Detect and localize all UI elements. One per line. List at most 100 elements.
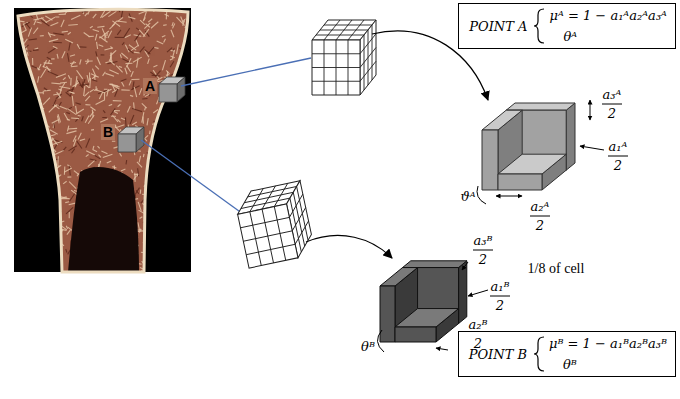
trabecula [52,188,54,193]
trabecula [177,223,179,228]
trabecula [33,49,39,51]
trabecula [45,261,49,268]
trabecula [16,102,20,104]
trabecula [46,207,53,208]
angle-symbol: θᴮ [549,357,667,372]
trabecula [29,39,37,40]
trabecula [31,195,32,198]
trabecula [181,106,185,109]
trabecula [155,187,161,188]
trabecula [117,30,121,35]
trabecula [138,222,140,230]
trabecula [121,169,126,171]
trabecula [36,197,38,201]
trabecula [188,232,189,239]
marrow-cavity [68,167,139,272]
trabecula [46,198,50,206]
grid-line [244,192,293,202]
trabecula [164,210,165,218]
trabecula [99,92,102,99]
trabecula [167,154,177,157]
trabecula [181,16,185,25]
trabecula [45,261,51,270]
trabecula [97,42,98,49]
trabecula [25,176,34,177]
trabecula [131,71,133,77]
trabecula [169,141,173,142]
trabecula [71,61,74,66]
trabecula [93,14,97,18]
grid-line [243,231,292,241]
trabecula [28,212,29,216]
trabecula [71,92,75,93]
trabecula [122,82,124,87]
trabecula [23,65,26,72]
trabecula [64,166,66,174]
grid-line [324,25,372,26]
trabecula [85,96,90,101]
trabecula [89,78,91,88]
point-box: POINT Bμᴮ = 1 − a₁ᴮa₂ᴮa₃ᴮθᴮ [458,331,676,377]
trabecula [164,39,166,43]
trabecula [57,92,61,98]
trabecula [179,219,185,227]
trabecula [99,45,104,47]
grid-line [297,186,308,240]
cube-face [136,127,144,152]
trabecula [55,150,64,154]
trabecula [53,249,56,255]
trabecula [38,147,47,150]
curved-arrow [306,235,392,258]
trabecula [135,198,138,200]
trabecula [69,42,71,51]
trabecula [23,24,26,31]
trabecula [23,186,26,192]
trabecula [53,122,55,128]
trabecula [31,131,32,136]
trabecula [27,211,28,217]
trabecula [68,24,77,26]
trabecula [189,45,190,49]
trabecula [153,65,157,67]
trabecula [136,39,139,46]
trabecula [184,243,189,246]
trabecula [30,146,32,150]
trabecula [180,69,186,75]
trabecula [87,75,89,82]
trabecula [164,102,166,112]
cortex [18,9,188,272]
trabecula [183,61,187,62]
grid-line [348,20,364,40]
trabecula [49,39,58,41]
formula: μᴮ = 1 − a₁ᴮa₂ᴮa₃ᴮ [549,336,667,351]
element-face [566,103,575,170]
trabecula [29,82,32,90]
trabecular-texture [8,0,199,279]
grid-line [348,40,349,95]
trabecula [16,145,26,146]
trabecula [69,212,70,218]
trabecula [46,257,48,267]
trabecula [145,139,147,141]
trabecula [69,166,70,176]
trabecula [66,207,73,214]
trabecula [116,125,125,128]
trabecula [164,230,174,233]
trabecula [24,175,35,177]
trabecula [156,202,157,210]
trabecula [167,211,175,213]
trabecula [166,5,173,9]
trabecula [77,173,79,176]
trabecula [43,234,45,240]
trabecula [16,234,20,236]
trabecula [46,17,55,22]
trabecula [72,96,73,106]
trabecula [120,54,121,58]
trabecula [66,112,70,113]
trabecula [70,55,75,57]
trabecula [62,51,65,58]
trabecula [44,62,53,64]
cube-a [159,77,185,102]
trabecula [155,71,160,77]
element-face [395,327,436,342]
